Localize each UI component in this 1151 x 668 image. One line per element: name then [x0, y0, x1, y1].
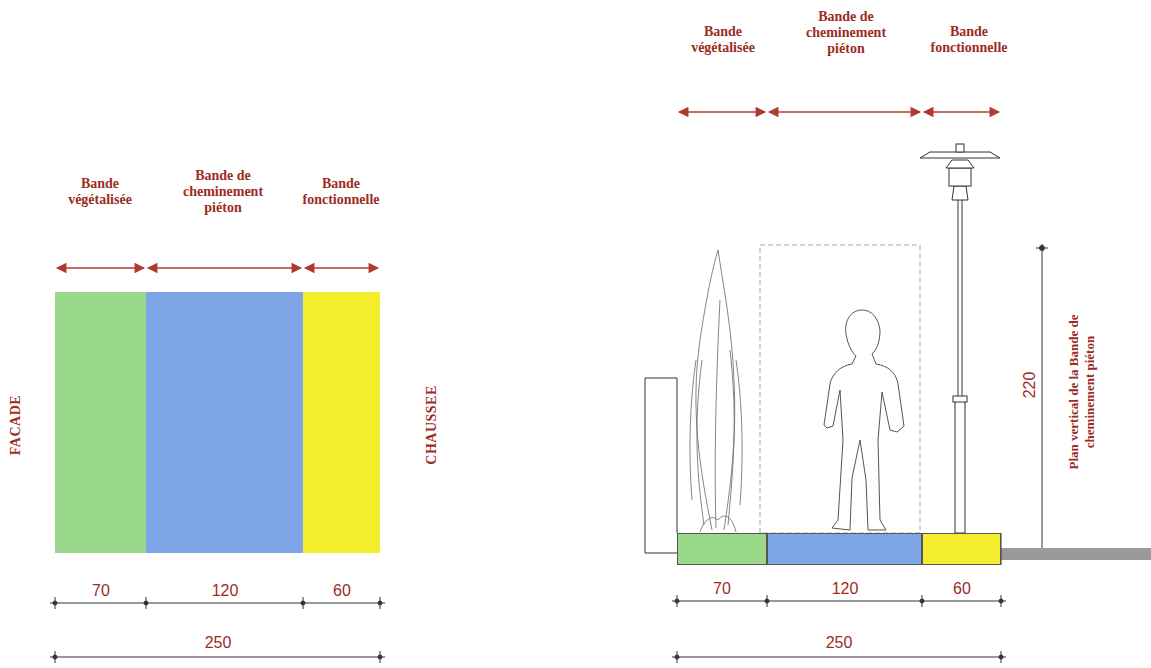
sidewalk-band: Bande de cheminement piéton [767, 533, 922, 565]
plane-label: Plan vertical de la Bande de cheminement… [1066, 285, 1098, 500]
dimension-value: 70 [92, 582, 110, 600]
pedestrian-figure [824, 310, 904, 530]
street-lamp [920, 144, 1000, 533]
dimension-value: 120 [832, 580, 859, 598]
sidewalk-band: Bande fonctionnelle [303, 292, 380, 553]
dimension-value: 120 [212, 582, 239, 600]
sidewalk-band: Bande végétalisée [55, 292, 146, 553]
dimension-value: 250 [826, 634, 853, 652]
facade-label: FACADE [8, 395, 24, 455]
clearance-envelope [760, 245, 920, 533]
band-heading: Bande fonctionnelle [289, 176, 393, 208]
band-heading: Bande végétalisée [679, 24, 767, 56]
dimension-value: 70 [713, 580, 731, 598]
facade-wall [645, 378, 677, 553]
roadway-label: CHAUSSEE [424, 385, 440, 464]
section-illustration [645, 144, 1151, 565]
dimension-value: 250 [205, 634, 232, 652]
dimension-value: 60 [333, 582, 351, 600]
dimension-lines [50, 244, 1048, 663]
band-heading: Bande de cheminement piéton [794, 9, 898, 57]
band-heading: Bande fonctionnelle [917, 24, 1021, 56]
band-heading: Bande végétalisée [56, 176, 144, 208]
sidewalk-band: Bande de cheminement piéton [146, 292, 303, 553]
dimension-value: 220 [1021, 369, 1039, 402]
sidewalk-band: Bande végétalisée [677, 533, 767, 565]
sidewalk-band: Bande fonctionnelle [922, 533, 1001, 565]
dimension-value: 60 [953, 580, 971, 598]
plant [690, 250, 742, 532]
band-heading: Bande de cheminement piéton [171, 168, 275, 216]
road-surface [1001, 548, 1151, 560]
